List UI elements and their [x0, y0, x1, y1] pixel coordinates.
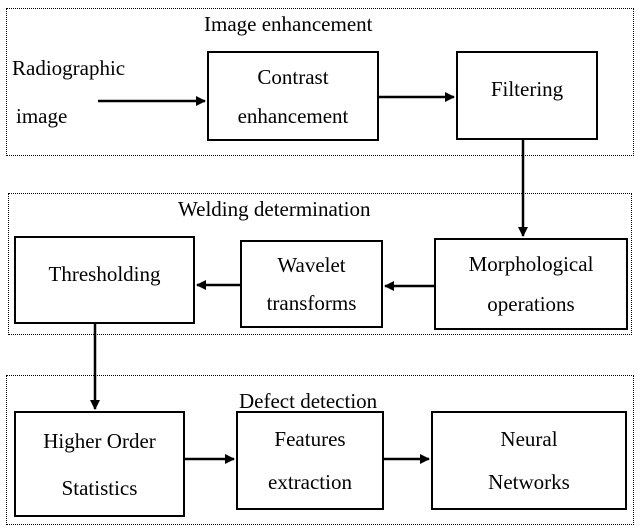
node-label-line: Statistics [61, 475, 138, 500]
node-label-line: Neural [500, 426, 558, 451]
node-filtering: Filtering [456, 51, 598, 140]
group-title-welding-determination: Welding determination [176, 197, 373, 221]
node-wavelet-transforms: Wavelet transforms [240, 240, 383, 328]
node-label-line: enhancement [237, 103, 349, 128]
node-neural-networks: Neural Networks [431, 411, 627, 510]
node-label-line: Wavelet [277, 253, 346, 277]
node-morphological-operations: Morphological operations [434, 238, 628, 330]
group-welding-determination [8, 193, 632, 335]
node-features-extraction: Features extraction [236, 411, 384, 510]
node-label-line: transforms [266, 291, 357, 315]
node-label-line: Filtering [490, 77, 564, 101]
node-higher-order-statistics: Higher Order Statistics [14, 411, 185, 517]
node-label-line: Higher Order [43, 428, 156, 453]
node-label-line: operations [487, 292, 575, 316]
node-thresholding: Thresholding [14, 236, 195, 324]
group-title-image-enhancement: Image enhancement [202, 12, 375, 36]
node-label-line: Contrast [257, 64, 329, 89]
node-label-line: extraction [268, 470, 352, 495]
node-contrast-enhancement: Contrast enhancement [207, 51, 379, 141]
input-label-line2: image [16, 104, 68, 128]
group-title-defect-detection: Defect detection [237, 389, 380, 413]
group-defect-detection [6, 375, 634, 525]
node-label-line: Features [274, 426, 346, 451]
group-image-enhancement [6, 8, 634, 156]
node-label-line: Thresholding [48, 262, 161, 286]
input-label-line1: Radiographic [12, 56, 126, 80]
node-label-line: Networks [488, 470, 570, 495]
node-label-line: Morphological [468, 252, 594, 276]
